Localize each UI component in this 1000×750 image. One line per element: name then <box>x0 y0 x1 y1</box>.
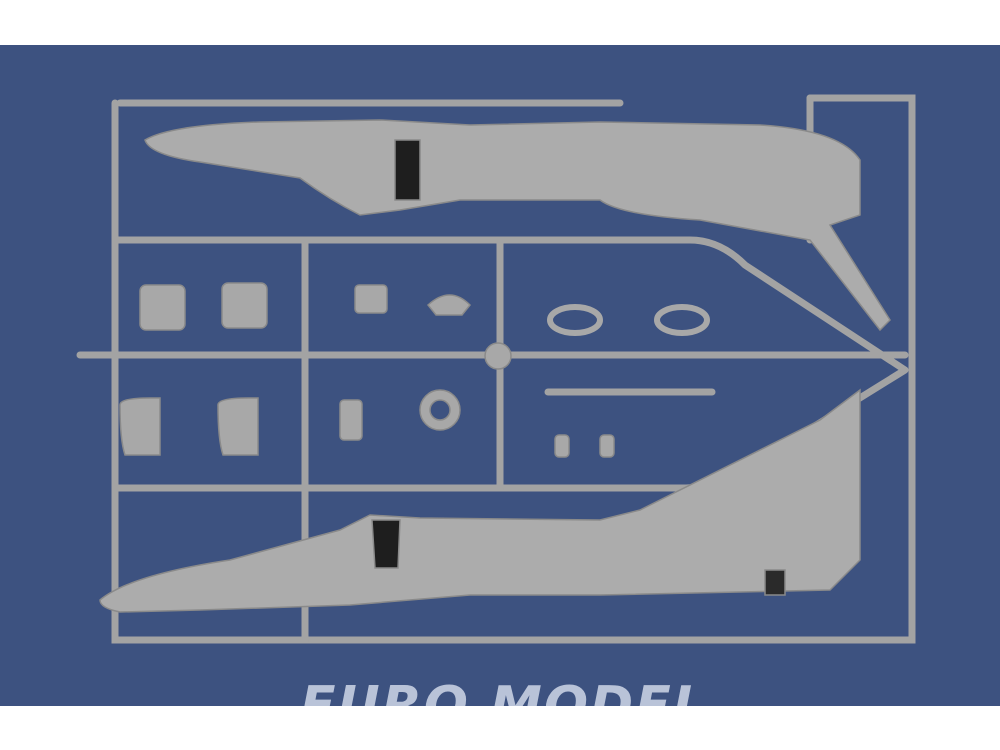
fuselage-half-top <box>144 119 891 332</box>
watermark-text: EURO MODEL <box>300 680 708 706</box>
small-parts <box>119 282 710 458</box>
fuselage-half-bottom <box>99 388 861 613</box>
